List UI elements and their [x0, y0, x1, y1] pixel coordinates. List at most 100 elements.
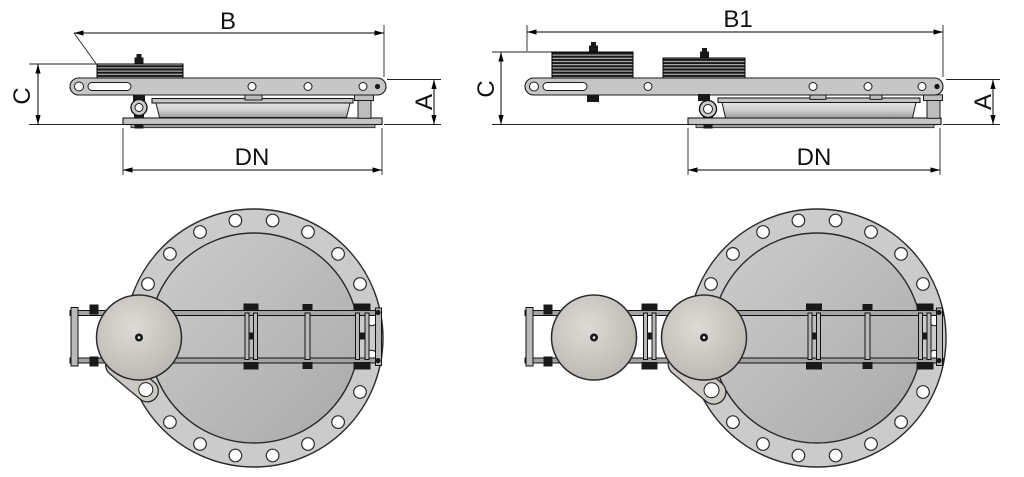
- dim-b-label: B: [220, 8, 236, 35]
- bolt-hole: [228, 448, 243, 463]
- bolt-hole: [353, 277, 367, 291]
- bolt-hole: [162, 415, 177, 430]
- dim-a-label: A: [411, 94, 438, 110]
- rail-bolt: [243, 362, 259, 370]
- arm-slot: [542, 82, 588, 91]
- bolt-hole: [301, 437, 315, 451]
- stack-bolt: [589, 45, 598, 53]
- rung-tick: [811, 332, 817, 340]
- dim-a-label: A: [970, 94, 997, 110]
- rail-bolt: [302, 362, 313, 369]
- dim-a-arrow-top: [990, 79, 996, 89]
- dim-dn-arrow-left: [688, 167, 698, 173]
- arm-hole: [303, 82, 313, 91]
- bolt-hole: [141, 277, 155, 291]
- counterweight-stack-2: [662, 57, 746, 79]
- rail-bolt: [862, 362, 873, 369]
- lid-tab: [244, 94, 263, 101]
- dim-dn-arrow-left: [123, 167, 133, 173]
- end-bolt-dot: [375, 309, 381, 316]
- rung-bar: [918, 312, 923, 360]
- pivot-lug-hole: [703, 382, 720, 399]
- bolt-hole: [894, 246, 908, 261]
- dimension-a: A: [384, 79, 441, 125]
- flange-under-lip: [130, 124, 376, 129]
- arm-end-bar: [70, 307, 79, 367]
- disc-center-pin: [137, 336, 141, 339]
- arm-hole: [247, 82, 257, 91]
- bolt-hole: [704, 277, 718, 291]
- rung-tick: [647, 332, 652, 340]
- clamp-nut: [698, 94, 710, 101]
- side-view-single-counterweight: B C: [9, 8, 441, 175]
- dim-dn-label: DN: [235, 144, 270, 171]
- stack-bolt: [134, 57, 144, 65]
- dim-a-arrow-bottom: [990, 115, 996, 125]
- dim-b-ext-left: [73, 32, 97, 64]
- bolt-hole: [791, 213, 806, 228]
- bolt-hole: [756, 225, 770, 239]
- arm-end-hole: [74, 81, 84, 92]
- end-bolt-dot: [936, 309, 942, 316]
- under-flange-nub: [703, 124, 713, 129]
- rung-tick: [922, 332, 928, 340]
- counterweight-stack-1: [551, 51, 634, 79]
- bolt-hole: [828, 213, 843, 228]
- bolt-hole: [193, 437, 207, 451]
- end-bolt-dot: [375, 357, 381, 364]
- dim-dn-arrow-right: [372, 167, 382, 173]
- bolt-hole: [726, 246, 740, 261]
- rung-bar: [304, 312, 311, 360]
- dim-c-label: C: [9, 87, 36, 104]
- lever-arm: [524, 77, 944, 96]
- rail-bolt: [641, 303, 658, 311]
- bolt-hole: [916, 277, 930, 291]
- dim-dn-label: DN: [797, 144, 832, 171]
- rung-tick: [249, 332, 254, 340]
- rung-bar: [926, 312, 932, 360]
- clamp-nut: [133, 95, 145, 102]
- dimension-c: C: [473, 51, 690, 125]
- pivot-eye-hole: [703, 104, 713, 114]
- rung-bar: [355, 312, 360, 360]
- dimension-dn: DN: [122, 128, 383, 175]
- dim-dn-arrow-right: [930, 167, 940, 173]
- dim-b1-arrow-left: [527, 29, 537, 35]
- dim-c-arrow-bottom: [35, 115, 41, 125]
- bolt-hole: [301, 225, 315, 239]
- arm-slot: [87, 82, 132, 91]
- dim-c-label: C: [473, 80, 500, 97]
- dimension-b1: B1: [526, 6, 944, 77]
- side-view-double-counterweight: B1 C: [473, 6, 1000, 175]
- under-flange-nub: [134, 124, 144, 129]
- rail-bolt: [89, 304, 99, 315]
- bolt-hole: [162, 246, 177, 261]
- arm-hole: [358, 82, 368, 91]
- rung-bar: [651, 312, 657, 360]
- arm-hole: [917, 82, 927, 91]
- arm-hole: [643, 82, 653, 91]
- dim-a-arrow-top: [431, 79, 437, 89]
- bolt-hole: [726, 415, 740, 430]
- bolt-hole: [756, 437, 770, 451]
- rail-bolt: [806, 303, 822, 311]
- dim-b-arrow-left: [74, 30, 84, 36]
- dimension-c: C: [9, 63, 132, 125]
- rung-bar: [253, 312, 258, 360]
- rung-tick: [359, 332, 365, 340]
- bolt-hole: [193, 225, 207, 239]
- stack-bolt-nub: [702, 48, 707, 52]
- bolt-hole: [791, 448, 806, 463]
- arm-end-bar: [375, 307, 382, 366]
- dim-b-arrow-right: [374, 30, 384, 36]
- lid-body: [155, 102, 351, 118]
- top-view-single-counterweight: [69, 208, 384, 468]
- dim-a-arrow-bottom: [431, 115, 437, 125]
- rail-bolt: [916, 303, 934, 311]
- arm-end-bar: [525, 307, 534, 367]
- rung-bar: [364, 312, 370, 360]
- arm-hole: [808, 82, 818, 91]
- dim-b1-label: B1: [723, 6, 752, 33]
- rail-bolt: [302, 304, 313, 311]
